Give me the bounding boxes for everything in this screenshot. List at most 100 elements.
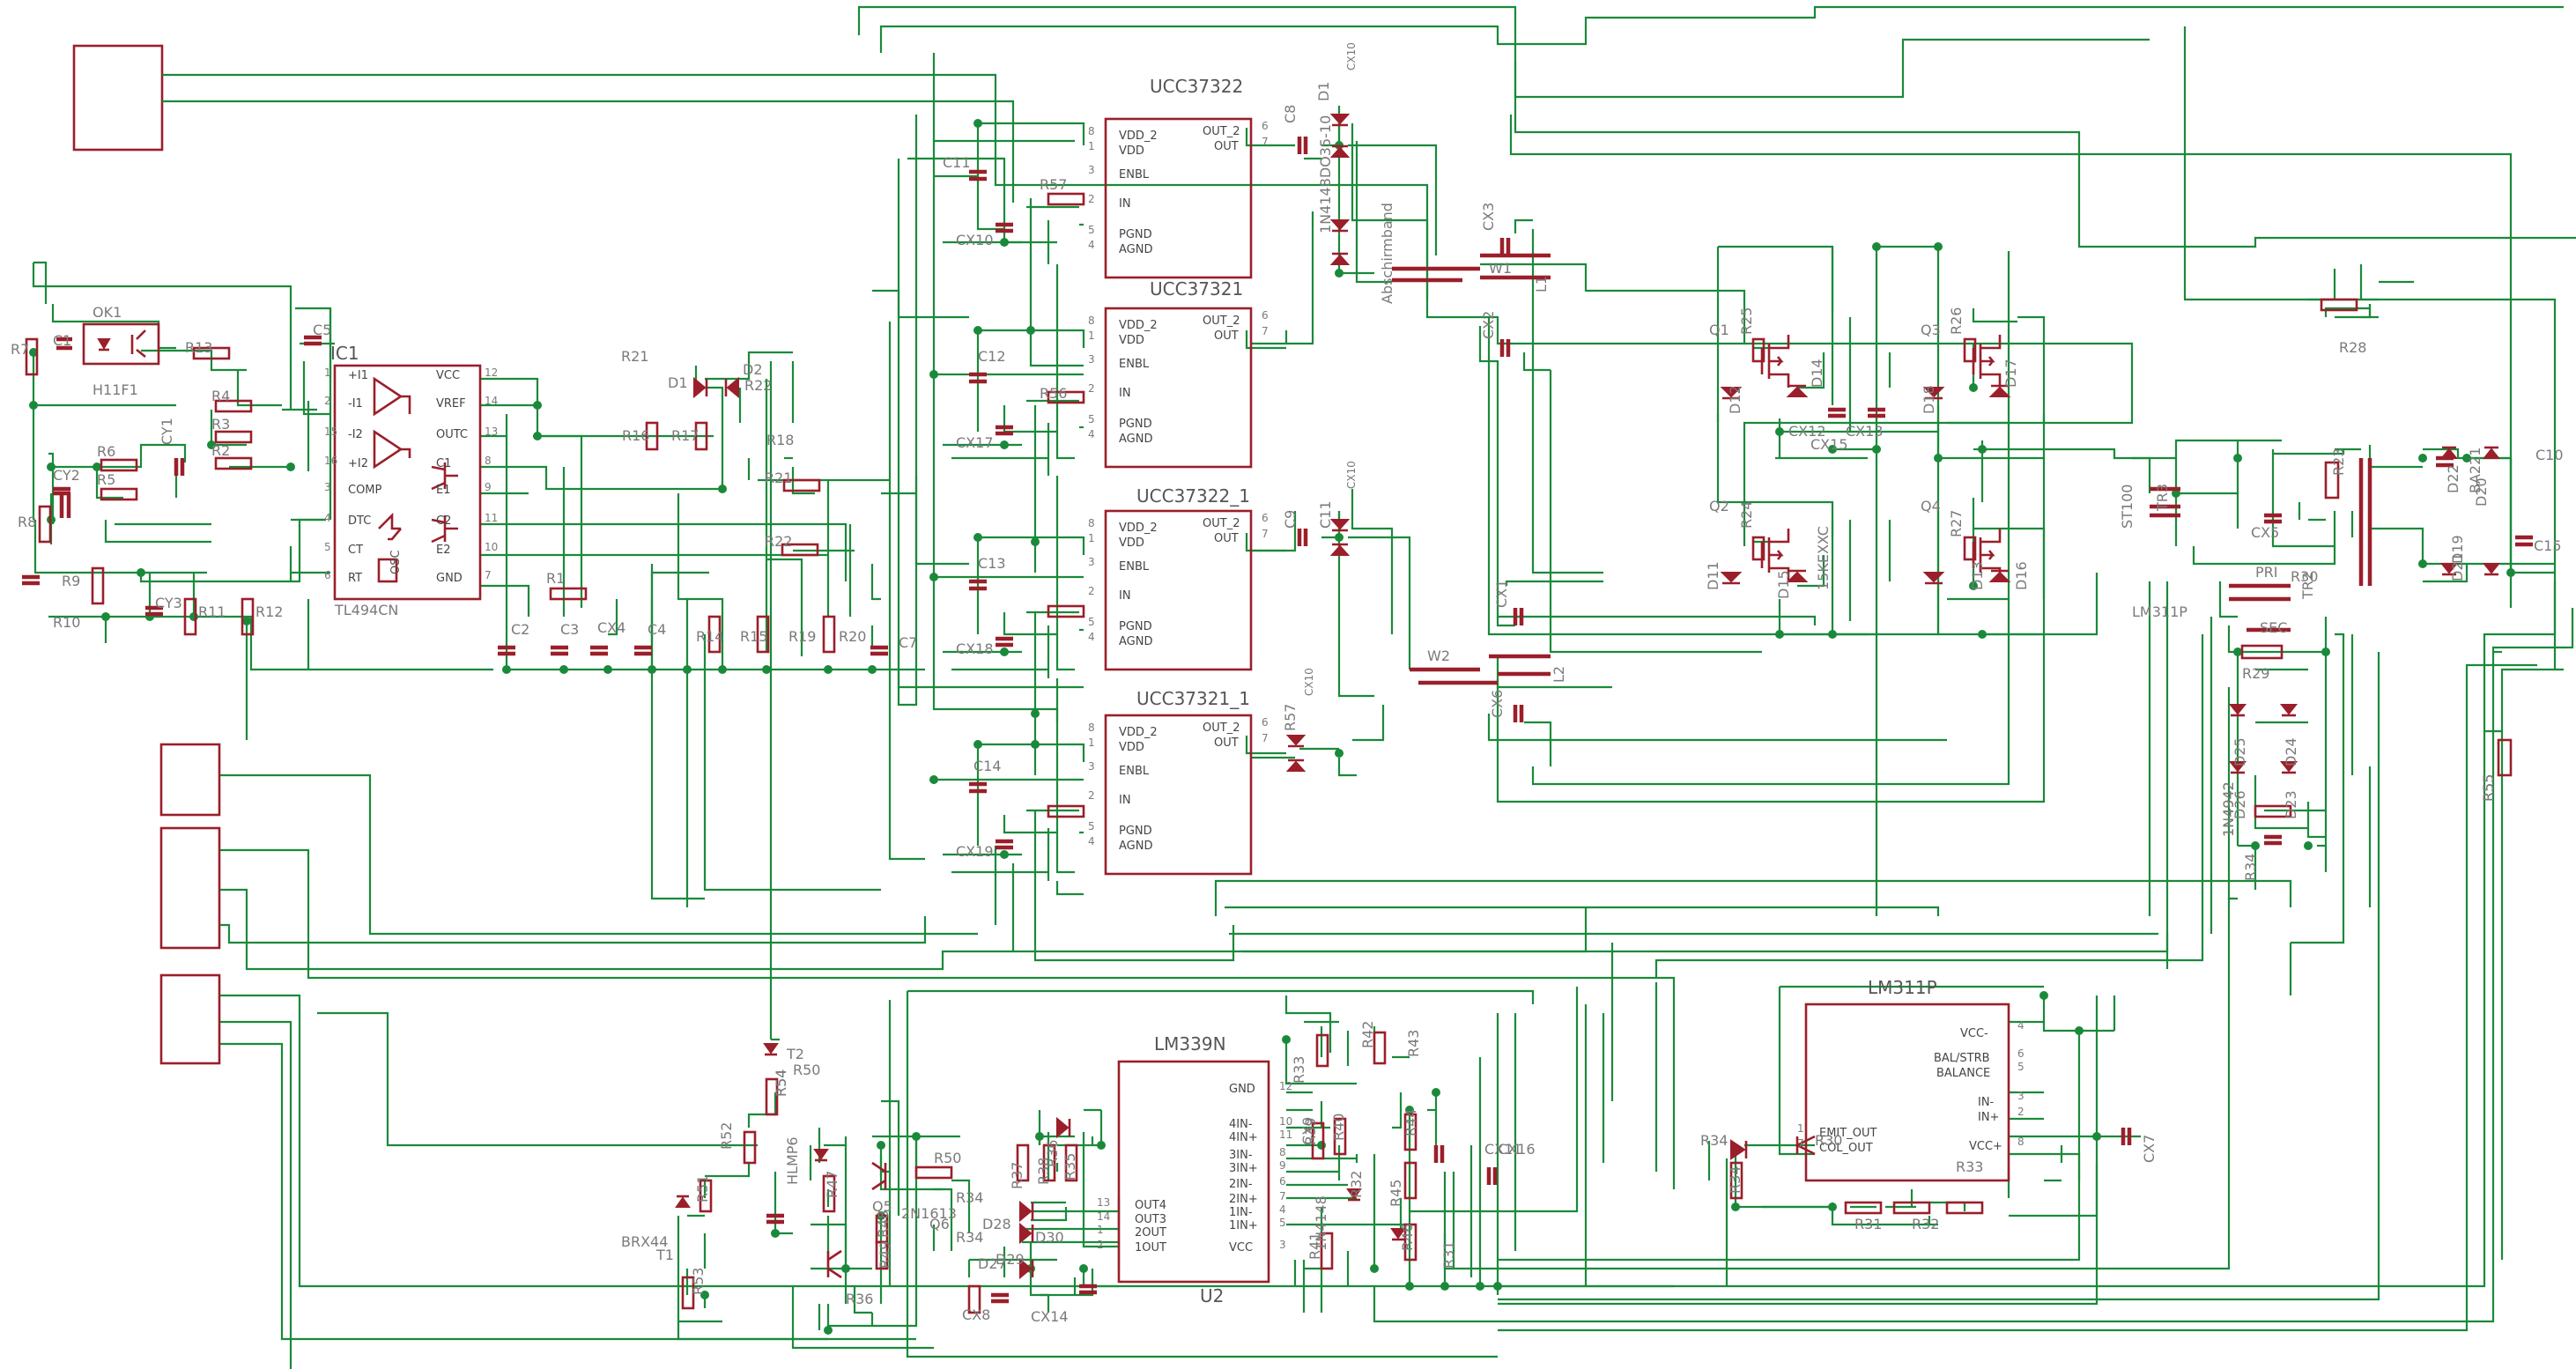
optocoupler-ok1 (82, 322, 160, 366)
tl494-pin-6: CT (348, 544, 363, 557)
designator-r7: R7 (11, 341, 29, 358)
designator-r35: R35 (1062, 1153, 1078, 1180)
designator-d7: C11 (1317, 500, 1334, 529)
designator-r31: R31 (1854, 1216, 1882, 1232)
ucc-pin-num: 4 (1088, 428, 1095, 440)
ucc-pin-pgnd: PGND (1119, 228, 1152, 241)
lm339-pin-r5: 2IN- (1229, 1178, 1253, 1191)
ucc-pin-labels: VDD_28VDD1ENBL3IN2PGND5AGND4OUT_2OUT67VD… (1088, 120, 1269, 853)
lm339-pin-num: 4 (1279, 1203, 1286, 1216)
tl494-pin-num: 15 (324, 426, 337, 438)
lm339-pin-num: 5 (1279, 1217, 1286, 1229)
designator-r26: R26 (1948, 307, 1965, 335)
designator-q2: Q2 (1709, 498, 1729, 514)
label-u2: U2 (1200, 1285, 1224, 1306)
lm311-pin-7: COL_OUT (1819, 1142, 1873, 1155)
ucc-pin-in: IN (1119, 589, 1131, 603)
designator-cx3: CX3 (1480, 203, 1497, 231)
ucc-pin-num: 1 (1088, 532, 1095, 544)
designator-c4: C4 (648, 621, 666, 638)
designator-d24: D24 (2283, 737, 2299, 766)
tl494-pin-num: 1 (324, 366, 331, 379)
tl494-pin-r0: VCC (436, 369, 460, 382)
ucc-pin-out2: OUT_2 (1203, 125, 1240, 138)
designator-1n4942: 1N4942 (2220, 781, 2237, 837)
lm339-pin-num: 1 (1097, 1224, 1104, 1236)
ic-lm339 (1117, 1060, 1270, 1284)
designator-r46: R46 (1399, 1224, 1416, 1251)
designator-brx44-b: R50 (793, 1062, 820, 1078)
designator-cx9: CX9 (1299, 1117, 1316, 1145)
ucc-pin-num: 3 (1088, 760, 1095, 773)
lm339-pin-r2: 4IN+ (1229, 1131, 1258, 1144)
designator-mur: CX10 (1345, 461, 1358, 489)
tl494-pin-7: RT (348, 572, 362, 585)
lm311-pin-6: EMIT_OUT (1819, 1127, 1876, 1140)
lm339-pin-r8: 1IN+ (1229, 1219, 1258, 1232)
designator-r29: R29 (2242, 665, 2269, 682)
ucc-pin-vdd: VDD (1119, 536, 1144, 550)
designator-hlmp6: R31 (1440, 1241, 1457, 1269)
designator-d15: D15 (1775, 570, 1792, 599)
wires (32, 5, 2576, 1369)
tl494-pin-5: DTC (348, 514, 371, 528)
designator-r39: R39 (1302, 1118, 1319, 1145)
designator-r36: R36 (1044, 1140, 1061, 1167)
designator-r6: R6 (97, 443, 115, 460)
designator-1n4942: R34 (2242, 854, 2259, 881)
ic-tl494 (333, 364, 482, 601)
ucc-pin-num: 2 (1088, 193, 1095, 205)
designator-d1: D1 (668, 374, 688, 391)
designator-d21: D21 (2449, 552, 2466, 581)
designator-2n1613-b: R36 (846, 1291, 873, 1307)
designator-d12: D12 (1727, 385, 1743, 414)
mosfets (1760, 335, 2002, 581)
ucc-pin-num: 6 (1262, 120, 1269, 132)
lm339-pin-num: 2 (1097, 1239, 1104, 1251)
designator-cx6: CX6 (1489, 690, 1506, 718)
ic-ucc37322-1 (1104, 509, 1253, 671)
lm339-pin-r6: 2IN+ (1229, 1193, 1258, 1206)
designator-tr2: TR2 (2299, 572, 2316, 600)
ucc-pin-num: 6 (1262, 716, 1269, 729)
ucc-pin-num: 4 (1088, 239, 1095, 251)
designator-r47: R47 (824, 1171, 840, 1198)
designator-c7: C7 (899, 634, 917, 651)
designator-ok1: OK1 (93, 304, 122, 321)
designator-cx8: CX8 (962, 1306, 990, 1323)
designator-r54: R54 (773, 1069, 789, 1097)
designator-r17: R17 (671, 427, 699, 444)
ucc-pin-out2: OUT_2 (1203, 314, 1240, 328)
lm339-pin-r3: 3IN- (1229, 1149, 1253, 1162)
lm311-pin-num: 5 (2017, 1061, 2025, 1073)
label-ucc37322-1: UCC37322_1 (1136, 485, 1250, 507)
lm339-pin-num: 3 (1279, 1239, 1286, 1251)
ucc-pin-vdd: VDD (1119, 144, 1144, 158)
tl494-pin-num: 4 (324, 512, 331, 524)
designator-d17: D17 (2002, 359, 2019, 388)
designator-ba221: BA221 (2467, 448, 2483, 493)
tl494-pin-num: 8 (485, 455, 492, 467)
lm339-pin-r0: GND (1229, 1083, 1255, 1096)
tl494-pin-num: 2 (324, 395, 331, 407)
lm339-pin-r9: VCC (1229, 1241, 1253, 1254)
ucc-pin-agnd: AGND (1119, 243, 1152, 256)
lm311-pin-1: BAL/STRB (1934, 1052, 1990, 1065)
lm339-pin-r7: 1IN- (1229, 1206, 1253, 1219)
designator-r42: R42 (1359, 1021, 1376, 1048)
designator-cy1: CY1 (159, 418, 175, 445)
lm311-pin-5: VCC+ (1969, 1140, 2002, 1153)
label-ic1: IC1 (330, 343, 359, 364)
tl494-pin-num: 6 (324, 569, 331, 581)
ucc-pin-out: OUT (1214, 140, 1239, 153)
designator-r30: R30 (1815, 1132, 1842, 1149)
designator-r8: R8 (18, 514, 36, 530)
designator-r18: R18 (766, 432, 794, 448)
ic-lm311 (1804, 1003, 2010, 1182)
designator-r40: R40 (1330, 1114, 1347, 1141)
designator-abschirmband: Abschirmband (1379, 203, 1395, 304)
designator-c10: C10 (2535, 447, 2564, 463)
designator-c13: C13 (978, 555, 1006, 572)
